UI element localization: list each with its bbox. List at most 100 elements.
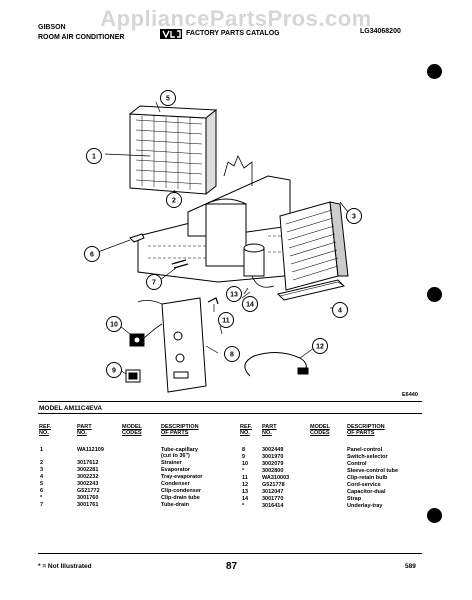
callout-5: 5 bbox=[160, 90, 176, 106]
callout-1: 1 bbox=[86, 148, 102, 164]
drain-tube-part bbox=[171, 259, 189, 269]
right-row-ref: 10 bbox=[242, 461, 249, 467]
callout-label: 8 bbox=[230, 352, 234, 359]
right-row-ref: 12 bbox=[242, 482, 249, 488]
right-row-part: 3016414 bbox=[262, 503, 284, 509]
right-row-part: 3001970 bbox=[262, 454, 284, 460]
callout-label: 7 bbox=[152, 280, 156, 287]
callout-2: 2 bbox=[166, 192, 182, 208]
page-number: 87 bbox=[226, 561, 238, 572]
callout-14: 14 bbox=[242, 296, 258, 312]
left-header-codes: MODEL CODES bbox=[122, 424, 142, 437]
right-header-desc: DESCRIPTION OF PARTS bbox=[347, 424, 385, 437]
callout-label: 11 bbox=[222, 318, 230, 325]
right-row-part: 3012047 bbox=[262, 489, 284, 495]
footer-note: * = Not Illustrated bbox=[38, 563, 92, 570]
right-row-desc: Sleeve-control tube bbox=[347, 468, 399, 474]
callout-9: 9 bbox=[106, 362, 122, 378]
callout-label: 3 bbox=[352, 214, 356, 221]
figure-id: E6440 bbox=[402, 392, 418, 398]
binder-hole-middle bbox=[427, 287, 442, 302]
callout-8: 8 bbox=[224, 346, 240, 362]
model-rule bbox=[38, 413, 422, 414]
callout-label: 5 bbox=[166, 96, 170, 103]
catalog-number: LG34068200 bbox=[360, 28, 401, 35]
callout-label: 6 bbox=[90, 252, 94, 259]
callout-12: 12 bbox=[312, 338, 328, 354]
left-row-desc: Clip-drain tube bbox=[161, 495, 200, 502]
evaporator-part bbox=[279, 201, 349, 291]
right-header-codes: MODEL CODES bbox=[310, 424, 330, 437]
catalog-title-text: FACTORY PARTS CATALOG bbox=[186, 30, 280, 37]
watermark: AppliancePartsPros.com bbox=[100, 6, 372, 31]
left-row-part: G521772 bbox=[77, 488, 100, 495]
left-row-ref: 2 bbox=[40, 460, 44, 467]
switch-selector-part bbox=[125, 369, 141, 383]
left-row-part: 3002243 bbox=[77, 481, 99, 488]
right-row-ref: * bbox=[242, 503, 245, 509]
callout-label: 2 bbox=[172, 198, 176, 205]
callout-label: 4 bbox=[338, 308, 342, 315]
callout-7: 7 bbox=[146, 274, 162, 290]
right-row-desc: Switch-selector bbox=[347, 454, 388, 460]
left-row-desc: Strainer bbox=[161, 460, 182, 467]
left-row-part: 3002281 bbox=[77, 467, 99, 474]
right-row-part: 3002449 bbox=[262, 447, 284, 453]
left-row-ref: 3 bbox=[40, 467, 44, 474]
left-header-part: PART NO. bbox=[77, 424, 92, 437]
right-row-ref: 14 bbox=[242, 496, 249, 502]
catalog-title: FACTORY PARTS CATALOG bbox=[160, 28, 280, 40]
callout-label: 9 bbox=[112, 368, 116, 375]
left-row-ref: 6 bbox=[40, 488, 44, 495]
right-row-ref: 8 bbox=[242, 447, 246, 453]
right-row-part: G521778 bbox=[262, 482, 285, 488]
left-row-desc: Condenser bbox=[161, 481, 190, 488]
left-row-part: 3001760 bbox=[77, 495, 99, 502]
right-row-part: 3002079 bbox=[262, 461, 284, 467]
right-row-desc: Cord-service bbox=[347, 482, 381, 488]
condenser-part bbox=[128, 105, 218, 196]
right-row-ref: * bbox=[242, 468, 245, 474]
clip-condenser-part bbox=[129, 233, 145, 243]
control-panel-part bbox=[137, 297, 207, 393]
right-row-desc: Control bbox=[347, 461, 367, 467]
right-row-ref: 9 bbox=[242, 454, 246, 460]
capacitor-part bbox=[243, 243, 275, 288]
left-row-part: 3001761 bbox=[77, 502, 99, 509]
model-line: MODEL AM11C4EVA bbox=[39, 405, 103, 412]
service-cord-part bbox=[244, 352, 309, 377]
callout-13: 13 bbox=[226, 286, 242, 302]
left-row-desc: Tray-evaporator bbox=[161, 474, 203, 481]
callout-label: 1 bbox=[92, 154, 96, 161]
right-row-desc: Strap bbox=[347, 496, 362, 502]
left-row-part: WA112109 bbox=[77, 447, 104, 453]
catalog-logo-icon bbox=[160, 29, 182, 39]
left-header-desc: DESCRIPTION OF PARTS bbox=[161, 424, 199, 437]
right-row-part: WA310003 bbox=[262, 475, 290, 481]
callout-10: 10 bbox=[106, 316, 122, 332]
footer-rule bbox=[38, 553, 422, 554]
callout-4: 4 bbox=[332, 302, 348, 318]
left-row-part: 3002232 bbox=[77, 474, 99, 481]
right-row-ref: 13 bbox=[242, 489, 249, 495]
callout-3: 3 bbox=[346, 208, 362, 224]
callout-label: 10 bbox=[110, 322, 118, 329]
left-header-ref: REF. NO. bbox=[39, 424, 51, 437]
evaporator-tray-part bbox=[277, 279, 345, 301]
left-row-part: 3017612 bbox=[77, 460, 99, 467]
right-row-part: 3002800 bbox=[262, 468, 284, 474]
table-top-rule bbox=[38, 401, 422, 402]
left-row-ref: 4 bbox=[40, 474, 44, 481]
control-part bbox=[129, 323, 163, 347]
callout-11: 11 bbox=[218, 312, 234, 328]
product-subtitle: ROOM AIR CONDITIONER bbox=[38, 34, 125, 41]
footer-code: 589 bbox=[405, 563, 416, 570]
right-header-part: PART NO. bbox=[262, 424, 277, 437]
binder-hole-top bbox=[427, 64, 442, 79]
left-row-ref: 5 bbox=[40, 481, 44, 488]
callout-label: 12 bbox=[316, 344, 324, 351]
left-row-desc: Tube-capillary (cut to 36") bbox=[161, 447, 198, 460]
left-row-desc: Evaporator bbox=[161, 467, 191, 474]
callout-label: 14 bbox=[246, 302, 254, 309]
